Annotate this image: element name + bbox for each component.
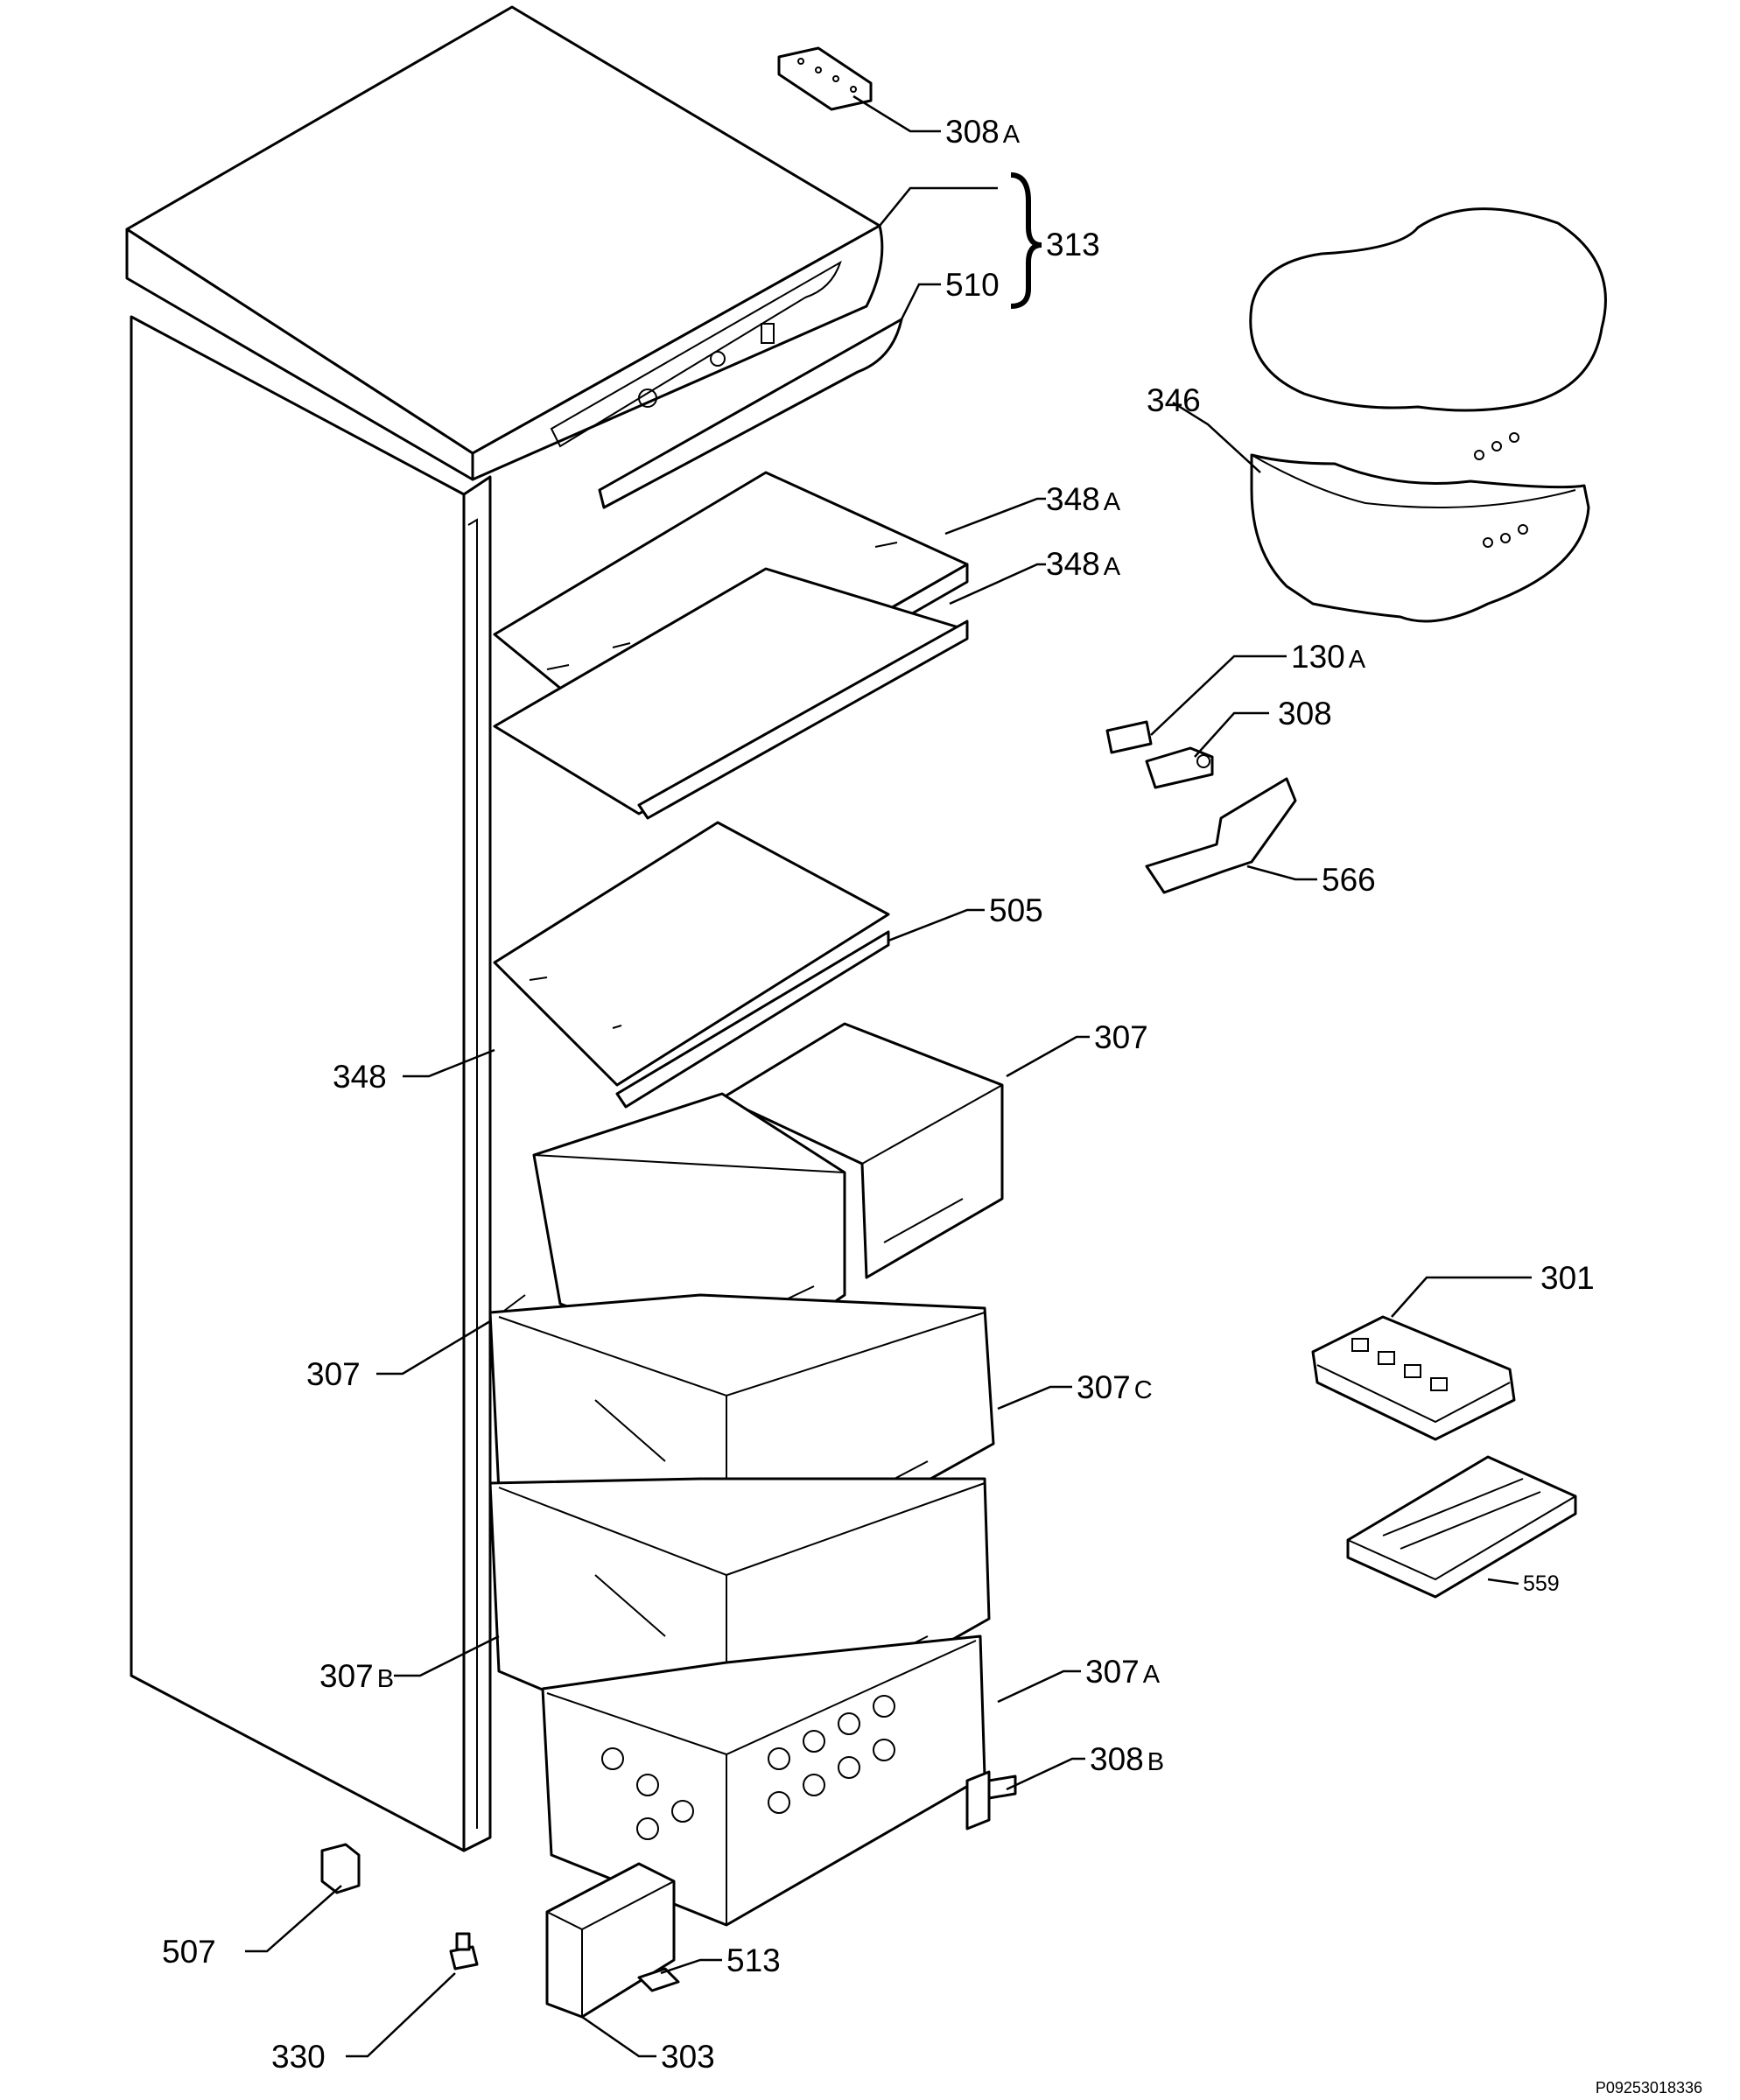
label-313: 313 <box>1046 227 1100 262</box>
label-307-top: 307 <box>1094 1019 1148 1055</box>
top-hinge-308a <box>777 46 873 111</box>
ice-tray-301 <box>1311 1315 1516 1441</box>
label-303: 303 <box>661 2039 715 2075</box>
label-348: 348 <box>333 1059 387 1095</box>
bracket-brace-313 <box>1010 172 1042 309</box>
top-cover-313 <box>125 5 884 481</box>
cabinet-body <box>130 315 526 1852</box>
control-panel-510 <box>598 318 903 509</box>
glass-shelf-348 <box>493 821 890 1087</box>
bracket-507 <box>320 1843 361 1894</box>
hinge-308 <box>1145 746 1214 789</box>
label-513: 513 <box>726 1942 781 1978</box>
label-566: 566 <box>1322 862 1376 898</box>
foot-330 <box>449 1932 479 1970</box>
label-307-left: 307 <box>306 1356 361 1392</box>
leader-lines <box>245 94 1532 2058</box>
label-505: 505 <box>989 892 1043 928</box>
ice-scraper-566 <box>1145 777 1297 894</box>
kick-plate-303 <box>545 1862 676 2019</box>
label-559: 559 <box>1523 1572 1560 1596</box>
bracket-130a <box>1105 720 1153 754</box>
clip-513 <box>637 1967 680 1992</box>
glass-shelf-348a-lower <box>493 567 969 820</box>
crisper-drawer-307-right <box>720 1022 1004 1279</box>
covered-dish-346 <box>1249 207 1607 623</box>
label-346: 346 <box>1147 382 1201 418</box>
shelf-trim-505 <box>615 930 890 1109</box>
cold-accumulator-559 <box>1346 1455 1577 1599</box>
label-330: 330 <box>271 2039 326 2075</box>
label-510: 510 <box>945 267 1000 303</box>
bottom-hinge-308b <box>965 1770 1017 1830</box>
label-308: 308 <box>1278 696 1332 732</box>
label-301: 301 <box>1540 1260 1595 1296</box>
label-507: 507 <box>162 1934 216 1970</box>
drawing-code: P09253018336 <box>1596 2079 1702 2096</box>
